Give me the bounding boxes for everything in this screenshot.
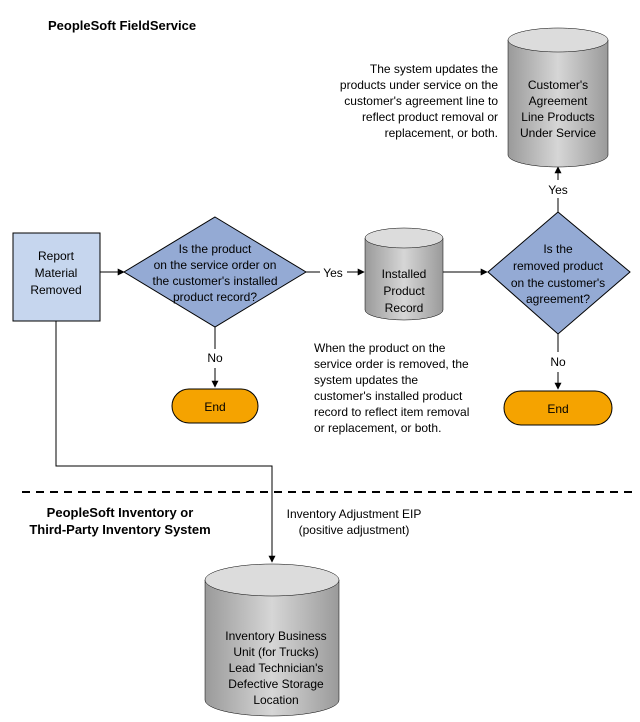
installed-record-line: Record <box>385 301 424 315</box>
edge-label-no-2: No <box>550 355 566 369</box>
installed-product-record-cylinder: Installed Product Record <box>364 227 444 321</box>
lane-label-fieldservice: PeopleSoft FieldService <box>48 18 196 33</box>
agreement-line-products-cylinder: Customer's Agreement Line Products Under… <box>507 27 609 168</box>
eip-label-line2: (positive adjustment) <box>299 523 410 537</box>
inventory-cyl-line: Unit (for Trucks) <box>233 645 318 659</box>
note-line: replacement, or both. <box>385 126 498 140</box>
end-2-label: End <box>547 402 568 416</box>
note-line: or replacement, or both. <box>314 421 441 435</box>
decision2-line: on the customer's <box>511 276 605 290</box>
note-line: products under service on the <box>340 78 498 92</box>
inventory-cyl-line: Location <box>253 693 298 707</box>
decision2-line: removed product <box>513 259 604 273</box>
edge-label-yes-1: Yes <box>323 266 343 280</box>
report-box-line: Removed <box>30 283 81 297</box>
agreement-cyl-line: Customer's <box>528 78 588 92</box>
report-material-removed-box: Report Material Removed <box>12 232 101 322</box>
inventory-cyl-line: Lead Technician's <box>229 661 324 675</box>
decision1-line: on the service order on <box>154 258 277 272</box>
report-box-line: Report <box>38 249 75 263</box>
agreement-cyl-line: Line Products <box>521 110 594 124</box>
arrow-report-to-inventory <box>55 321 276 563</box>
decision1-line: Is the product <box>179 242 252 256</box>
end-terminal-1: End <box>171 388 259 424</box>
decision-installed-record: Is the product on the service order on t… <box>123 216 307 328</box>
note-line: customer's agreement line to <box>344 94 498 108</box>
inventory-cyl-line: Defective Storage <box>228 677 324 691</box>
decision1-line: the customer's installed <box>152 274 277 288</box>
note-line: record to reflect item removal <box>314 405 469 419</box>
eip-label-line1: Inventory Adjustment EIP <box>287 507 422 521</box>
end-terminal-2: End <box>503 390 613 426</box>
edge-label-no-1: No <box>207 351 223 365</box>
note-line: reflect product removal or <box>362 110 498 124</box>
inventory-cyl-line: Inventory Business <box>225 629 326 643</box>
note-line: service order is removed, the <box>314 357 469 371</box>
note-line: system updates the <box>314 373 418 387</box>
decision1-line: product record? <box>173 290 257 304</box>
note-installed-update: When the product on the service order is… <box>314 341 469 435</box>
lane-label-inventory-line1: PeopleSoft Inventory or <box>47 505 194 520</box>
note-line: The system updates the <box>370 62 498 76</box>
agreement-cyl-line: Agreement <box>529 94 588 108</box>
inventory-business-unit-cylinder: Inventory Business Unit (for Trucks) Lea… <box>204 563 340 717</box>
agreement-cyl-line: Under Service <box>520 126 596 140</box>
note-line: customer's installed product <box>314 389 463 403</box>
end-1-label: End <box>204 400 225 414</box>
edge-label-yes-2: Yes <box>548 183 568 197</box>
decision2-line: agreement? <box>526 292 590 306</box>
decision2-line: Is the <box>543 242 573 256</box>
installed-record-line: Installed <box>382 267 427 281</box>
lane-label-inventory-line2: Third-Party Inventory System <box>29 522 210 537</box>
decision-agreement: Is the removed product on the customer's… <box>487 211 631 335</box>
installed-record-line: Product <box>383 284 425 298</box>
report-box-line: Material <box>35 266 78 280</box>
note-line: When the product on the <box>314 341 446 355</box>
note-agreement-update: The system updates the products under se… <box>340 62 498 140</box>
